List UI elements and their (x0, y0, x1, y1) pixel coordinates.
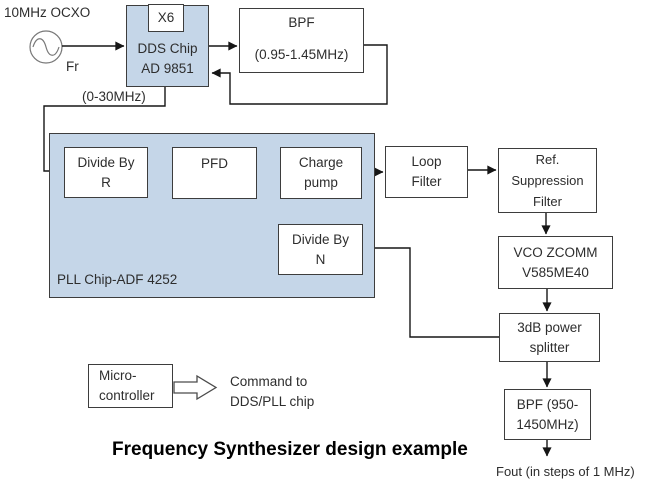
command-label: Command to DDS/PLL chip (230, 372, 314, 412)
ref-suppression-line2: Suppression (511, 173, 584, 188)
divide-by-r-line1: Divide By (77, 154, 135, 170)
dds-output-range-label: (0-30MHz) (82, 89, 146, 104)
ref-suppression-line3: Filter (533, 194, 562, 209)
command-label-line2: DDS/PLL chip (230, 394, 315, 409)
microcontroller-line1: Micro- (99, 368, 137, 383)
command-label-line1: Command to (230, 374, 308, 389)
charge-pump-line1: Charge (298, 155, 344, 170)
bpf-low-line2: (0.95-1.45MHz) (254, 47, 349, 62)
charge-pump-line2: pump (304, 175, 338, 190)
bpf-high-block: BPF (950- 1450MHz) (504, 389, 591, 440)
loop-filter-line2: Filter (411, 174, 442, 189)
fout-label: Fout (in steps of 1 MHz) (496, 464, 635, 479)
vco-block: VCO ZCOMM V585ME40 (498, 236, 613, 289)
microcontroller-block: Micro- controller (88, 364, 173, 408)
bpf-high-line1: BPF (950- (516, 396, 579, 412)
vco-line2: V585ME40 (522, 264, 589, 280)
loop-filter-block: Loop Filter (385, 146, 468, 198)
power-splitter-line1: 3dB power (517, 319, 582, 335)
power-splitter-block: 3dB power splitter (499, 313, 600, 362)
pfd-label: PFD (201, 156, 228, 171)
power-splitter-line2: splitter (529, 339, 570, 355)
oscillator-icon (29, 30, 63, 64)
vco-line1: VCO ZCOMM (513, 244, 598, 260)
divide-by-r-block: Divide By R (64, 147, 148, 198)
divide-by-r-line2: R (101, 174, 111, 190)
bpf-high-line2: 1450MHz) (516, 416, 579, 432)
clock-multiplier-block: X6 (148, 4, 184, 32)
ocxo-label: 10MHz OCXO (4, 5, 91, 20)
pfd-block: PFD (172, 147, 257, 199)
bpf-low-block: BPF (0.95-1.45MHz) (239, 8, 364, 73)
diagram-title: Frequency Synthesizer design example (112, 439, 468, 460)
loop-filter-line1: Loop (411, 154, 442, 169)
clock-multiplier-label: X6 (157, 10, 175, 25)
fr-label: Fr (66, 59, 79, 74)
block-arrow-icon (173, 374, 218, 401)
microcontroller-line2: controller (99, 388, 155, 403)
divide-by-n-line1: Divide By (291, 231, 350, 247)
pll-chip-label: PLL Chip-ADF 4252 (57, 272, 178, 287)
divide-by-n-block: Divide By N (278, 224, 363, 275)
dds-chip-line2: AD 9851 (141, 61, 194, 76)
bpf-low-line1: BPF (288, 15, 315, 30)
dds-chip-line1: DDS Chip (137, 41, 198, 56)
ref-suppression-filter-block: Ref. Suppression Filter (498, 148, 597, 213)
charge-pump-block: Charge pump (280, 147, 362, 199)
ref-suppression-line1: Ref. (535, 152, 560, 167)
dds-chip-block: DDS Chip AD 9851 (126, 5, 209, 87)
divide-by-n-line2: N (315, 251, 326, 267)
